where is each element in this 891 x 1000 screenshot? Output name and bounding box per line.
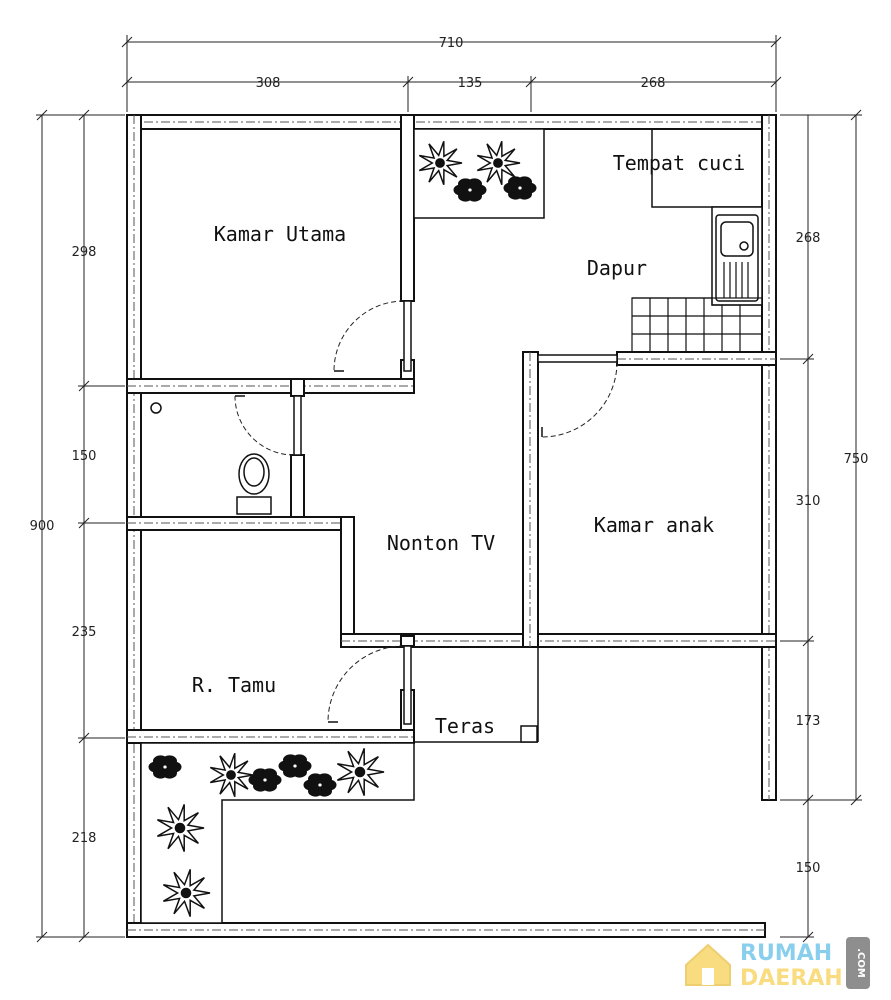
shrub-icon	[148, 755, 182, 779]
label-kamar-utama: Kamar Utama	[214, 222, 346, 246]
plant-icon	[418, 141, 463, 185]
dim-top-2: 135	[458, 76, 483, 91]
watermark-line1: RUMAH	[740, 941, 832, 966]
room-labels: Kamar Utama Tempat cuci Dapur Nonton TV …	[192, 151, 745, 738]
label-dapur: Dapur	[587, 256, 647, 280]
dim-top-1: 308	[256, 76, 281, 91]
plant-icon	[157, 804, 205, 852]
dim-top-3: 268	[641, 76, 666, 91]
door-r-tamu	[327, 645, 412, 725]
dim-top-total: 710	[439, 36, 464, 51]
plant-icon	[209, 753, 254, 797]
dim-left-1: 298	[72, 245, 97, 260]
wc-fixtures	[150, 402, 272, 515]
floor-drain-icon	[150, 402, 162, 414]
label-teras: Teras	[435, 714, 495, 738]
watermark-line2: DAERAH	[740, 966, 843, 991]
plant-icon	[163, 869, 211, 917]
toilet-tank	[236, 496, 272, 515]
label-r-tamu: R. Tamu	[192, 673, 276, 697]
label-nonton-tv: Nonton TV	[387, 531, 495, 555]
dim-left-total: 900	[30, 519, 55, 534]
garden-bottom	[140, 742, 415, 924]
door-wc	[234, 395, 302, 456]
shrub-icon	[278, 754, 312, 778]
kitchen-counter-tiles	[631, 297, 763, 353]
wall-kamar-utama-right	[400, 114, 415, 302]
walls	[126, 114, 777, 938]
label-kamar-anak: Kamar anak	[594, 513, 714, 537]
shrub-icon	[453, 178, 487, 202]
dim-right-1: 268	[796, 231, 821, 246]
shrub-icon	[303, 773, 337, 797]
label-tempat-cuci: Tempat cuci	[613, 151, 745, 175]
dimension-lines	[36, 35, 862, 943]
dimension-labels: 710 308 135 268 900 298 150 235 218 750 …	[30, 36, 869, 876]
kitchen-fixtures	[631, 129, 763, 353]
dim-left-2: 150	[72, 449, 97, 464]
dim-right-total: 750	[844, 452, 869, 467]
watermark-logo: RUMAH DAERAH .COM	[685, 937, 870, 991]
garden-bottom-box	[140, 742, 415, 924]
shrub-icon	[248, 768, 282, 792]
dim-left-3: 235	[72, 625, 97, 640]
watermark-suffix: .COM	[855, 948, 866, 978]
house-logo-icon	[685, 943, 731, 986]
door-kamar-utama	[333, 300, 412, 372]
dim-right-2: 310	[796, 494, 821, 509]
dim-right-4: 150	[796, 861, 821, 876]
dim-right-3: 173	[796, 714, 821, 729]
doors	[234, 300, 618, 725]
teras-column	[520, 725, 538, 743]
door-kamar-anak	[537, 354, 618, 438]
plants	[148, 141, 537, 917]
plant-icon	[476, 141, 521, 185]
shrub-icon	[503, 176, 537, 200]
dim-left-4: 218	[72, 831, 97, 846]
plant-icon	[337, 748, 385, 796]
